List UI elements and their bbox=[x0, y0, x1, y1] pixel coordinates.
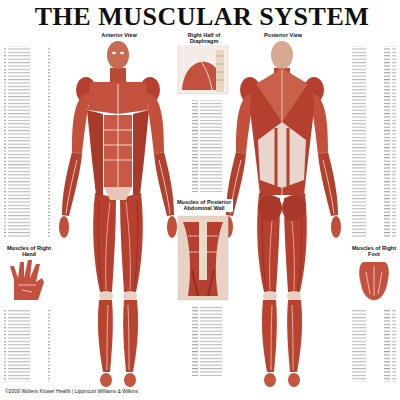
inset-heading: Muscles of Right Hand bbox=[4, 245, 54, 258]
poster-title: THE MUSCULAR SYSTEM bbox=[2, 2, 400, 32]
inset-heading: Muscles of Posterior Abdominal Wall bbox=[175, 199, 233, 212]
inset-heading: Right Half of Diaphragm bbox=[172, 32, 236, 45]
view-heading: Anterior View bbox=[88, 32, 150, 38]
inset-heading: Muscles of Right Foot bbox=[350, 245, 398, 258]
view-heading: Posterior View bbox=[252, 32, 314, 38]
copyright-caption: ©2009 Wolters Kluwer Health | Lippincott… bbox=[4, 389, 226, 395]
